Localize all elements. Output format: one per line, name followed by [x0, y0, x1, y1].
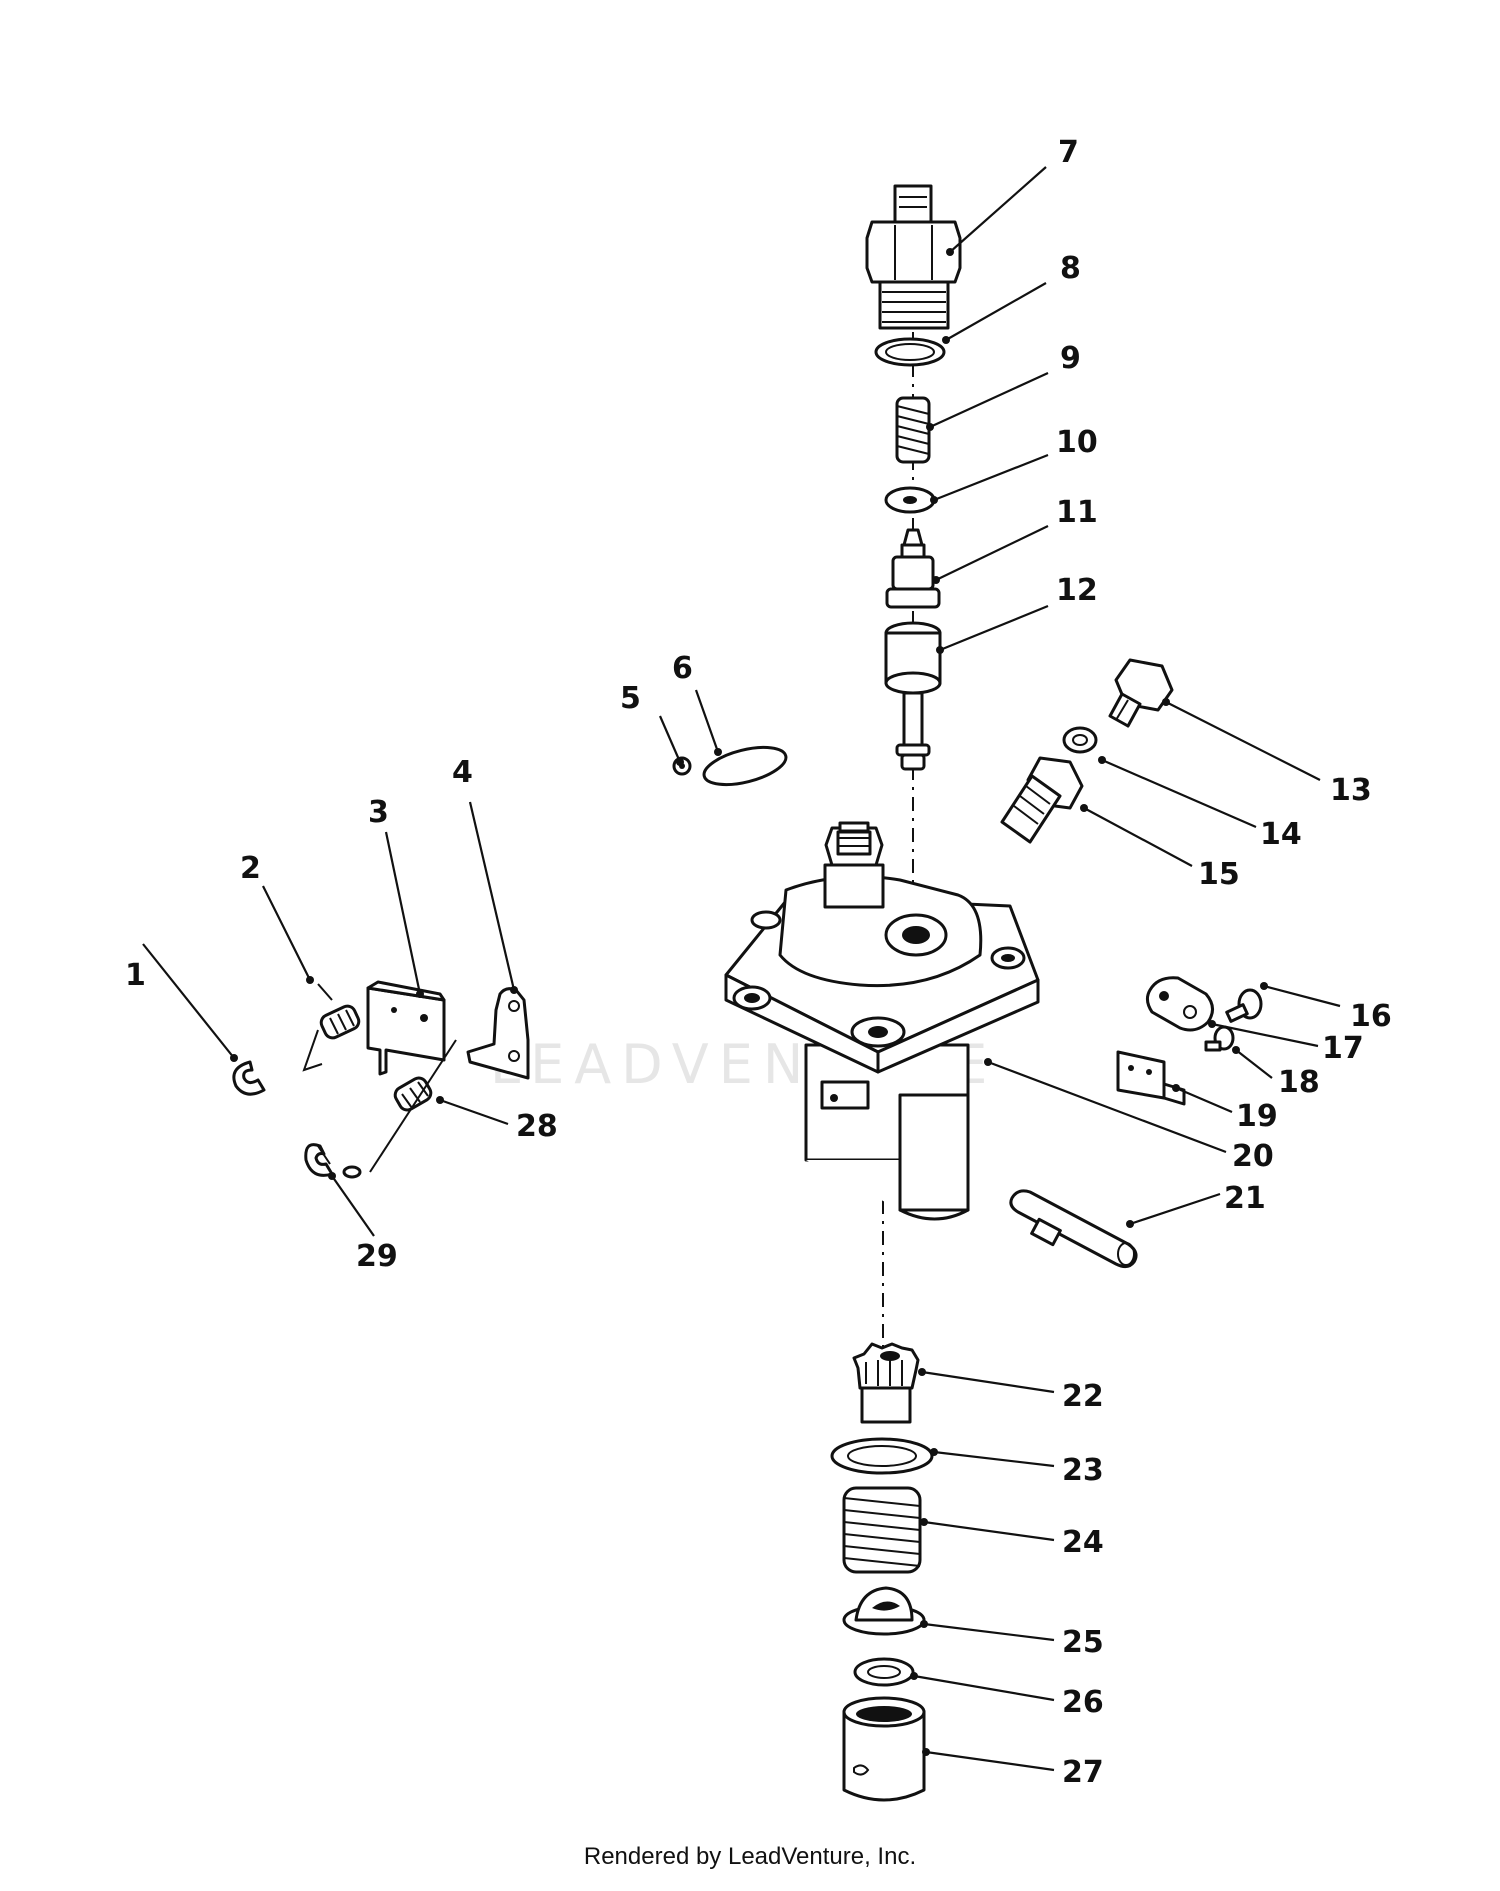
- callout-5: 5: [620, 681, 641, 716]
- part-6-gasket: [702, 745, 788, 787]
- callout-14: 14: [1260, 817, 1302, 852]
- callout-29: 29: [356, 1239, 398, 1274]
- callout-18: 18: [1278, 1065, 1320, 1100]
- part-3-governor-lever: [366, 980, 446, 1076]
- part-22-control-sleeve: [852, 1342, 920, 1424]
- link-rod-line: [369, 1039, 457, 1173]
- callout-22: 22: [1062, 1379, 1104, 1414]
- callout-10: 10: [1056, 425, 1098, 460]
- part-13-bolt: [1108, 658, 1174, 728]
- part-29-clip: [304, 1143, 362, 1179]
- callout-27: 27: [1062, 1755, 1104, 1790]
- part-2-spring: [302, 983, 361, 1072]
- part-7-valve-holder: [865, 184, 962, 330]
- callout-1: 1: [125, 958, 146, 993]
- part-25-spring-seat: [842, 1586, 926, 1636]
- callout-2: 2: [240, 851, 261, 886]
- callout-21: 21: [1224, 1181, 1266, 1216]
- callout-26: 26: [1062, 1685, 1104, 1720]
- part-20-pump-body: [724, 821, 1040, 1221]
- callout-23: 23: [1062, 1453, 1104, 1488]
- part-4-lever-plate: [466, 987, 530, 1080]
- part-26-washer: [853, 1657, 915, 1687]
- callout-7: 7: [1058, 135, 1079, 170]
- part-18-screw: [1204, 1025, 1235, 1052]
- part-23-seat-ring: [830, 1437, 934, 1475]
- callout-17: 17: [1322, 1031, 1364, 1066]
- callout-3: 3: [368, 795, 389, 830]
- part-9-spring: [895, 396, 931, 464]
- part-27-tappet: [842, 1696, 926, 1802]
- part-16-screw: [1225, 988, 1263, 1023]
- part-14-washer: [1062, 726, 1098, 754]
- part-12-plunger: [884, 621, 942, 771]
- part-21-control-rod: [1009, 1189, 1138, 1269]
- callout-13: 13: [1330, 773, 1372, 808]
- part-17-plate: [1145, 976, 1214, 1032]
- callout-12: 12: [1056, 573, 1098, 608]
- callout-4: 4: [452, 755, 473, 790]
- callout-28: 28: [516, 1109, 558, 1144]
- callout-19: 19: [1236, 1099, 1278, 1134]
- part-15-banjo-bolt: [1000, 756, 1084, 844]
- callout-8: 8: [1060, 251, 1081, 286]
- callout-leaders: [142, 166, 1341, 1772]
- part-1-clip: [232, 1060, 266, 1096]
- part-24-plunger-spring: [842, 1486, 922, 1574]
- callout-15: 15: [1198, 857, 1240, 892]
- part-19-bracket: [1116, 1050, 1166, 1100]
- callout-16: 16: [1350, 999, 1392, 1034]
- callout-6: 6: [672, 651, 693, 686]
- callout-9: 9: [1060, 341, 1081, 376]
- part-28-spring: [393, 1076, 433, 1112]
- callout-25: 25: [1062, 1625, 1104, 1660]
- callout-20: 20: [1232, 1139, 1274, 1174]
- footer-credit: Rendered by LeadVenture, Inc.: [583, 1843, 917, 1870]
- callout-11: 11: [1056, 495, 1098, 530]
- callout-24: 24: [1062, 1525, 1104, 1560]
- part-11-delivery-valve: [885, 528, 941, 609]
